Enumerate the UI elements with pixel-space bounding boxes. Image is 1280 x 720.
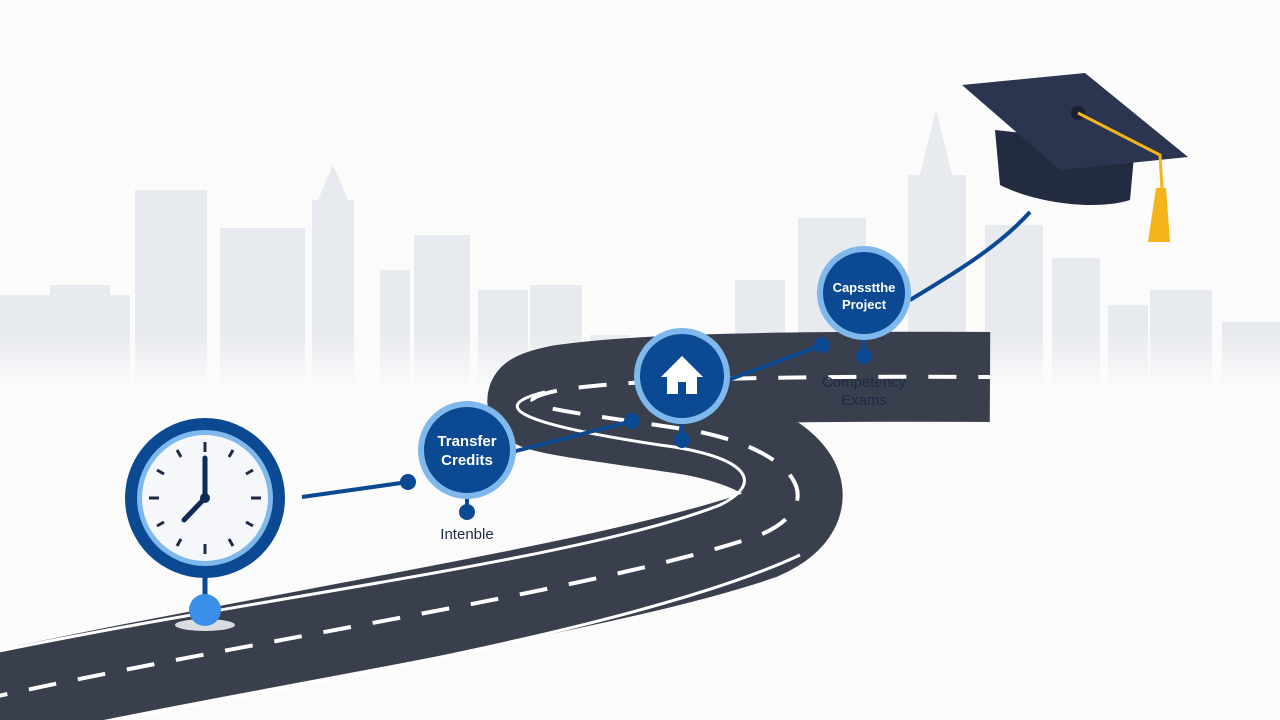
- house-icon: [661, 356, 703, 394]
- clock-icon: [125, 418, 285, 631]
- transfer-label-line2: Credits: [441, 452, 493, 469]
- path-connectors: [301, 210, 1032, 499]
- milestone-capstone-project: Capsstthe Project Competency Exams: [817, 246, 911, 409]
- transfer-label-line1: Transfer: [437, 433, 496, 450]
- competency-label-line1: Competency: [822, 374, 907, 391]
- graduation-cap-icon: [962, 73, 1188, 242]
- connector-dots: [400, 337, 830, 490]
- milestone-home: [634, 328, 730, 448]
- milestone-transfer-credits: Transfer Credits Intenble: [418, 401, 516, 543]
- competency-label-line2: Exams: [841, 392, 887, 409]
- transfer-caption: Intenble: [440, 526, 493, 543]
- capstone-label-line2: Project: [842, 297, 887, 312]
- capstone-label-line1: Capsstthe: [833, 280, 896, 295]
